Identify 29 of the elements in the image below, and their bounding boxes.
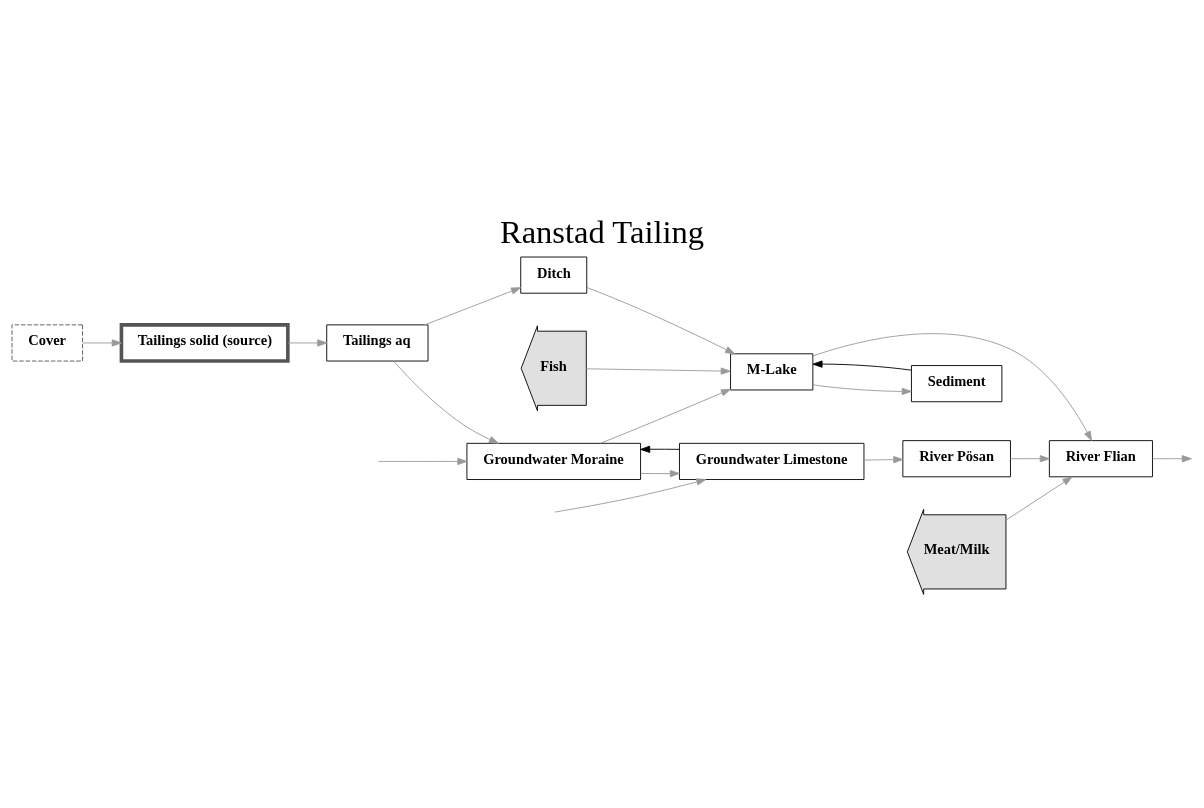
- arrow: [1005, 476, 1073, 521]
- arrow: [585, 367, 731, 375]
- arrow: [600, 388, 731, 444]
- arrow: [424, 287, 521, 326]
- node-box: River Flian: [1048, 440, 1153, 478]
- arrow: [812, 333, 1093, 441]
- node-box: Tailings aq: [326, 324, 429, 362]
- arrow: [586, 287, 736, 355]
- arrow: [393, 360, 499, 444]
- arrow: [377, 457, 468, 466]
- arrow: [1152, 455, 1192, 463]
- node-box: Groundwater Moraine: [466, 442, 641, 480]
- node-box: River Pösan: [902, 440, 1011, 478]
- node-box: Sediment: [911, 365, 1003, 403]
- arrow: [812, 360, 912, 371]
- node-box: Groundwater Limestone: [679, 442, 865, 480]
- node-box: Tailings solid (source): [119, 323, 290, 363]
- arrow: [640, 445, 680, 453]
- node-box: Ditch: [520, 256, 588, 294]
- node-box: Cover: [11, 324, 83, 362]
- arrow: [554, 478, 707, 513]
- arrow: [82, 339, 122, 347]
- arrow: [640, 470, 680, 478]
- arrow: [1010, 455, 1050, 463]
- diagram-title: Ranstad Tailing: [499, 214, 705, 251]
- arrow: [812, 384, 912, 396]
- arrow: [863, 456, 904, 464]
- node-box: M-Lake: [730, 353, 814, 391]
- arrow: [287, 339, 328, 347]
